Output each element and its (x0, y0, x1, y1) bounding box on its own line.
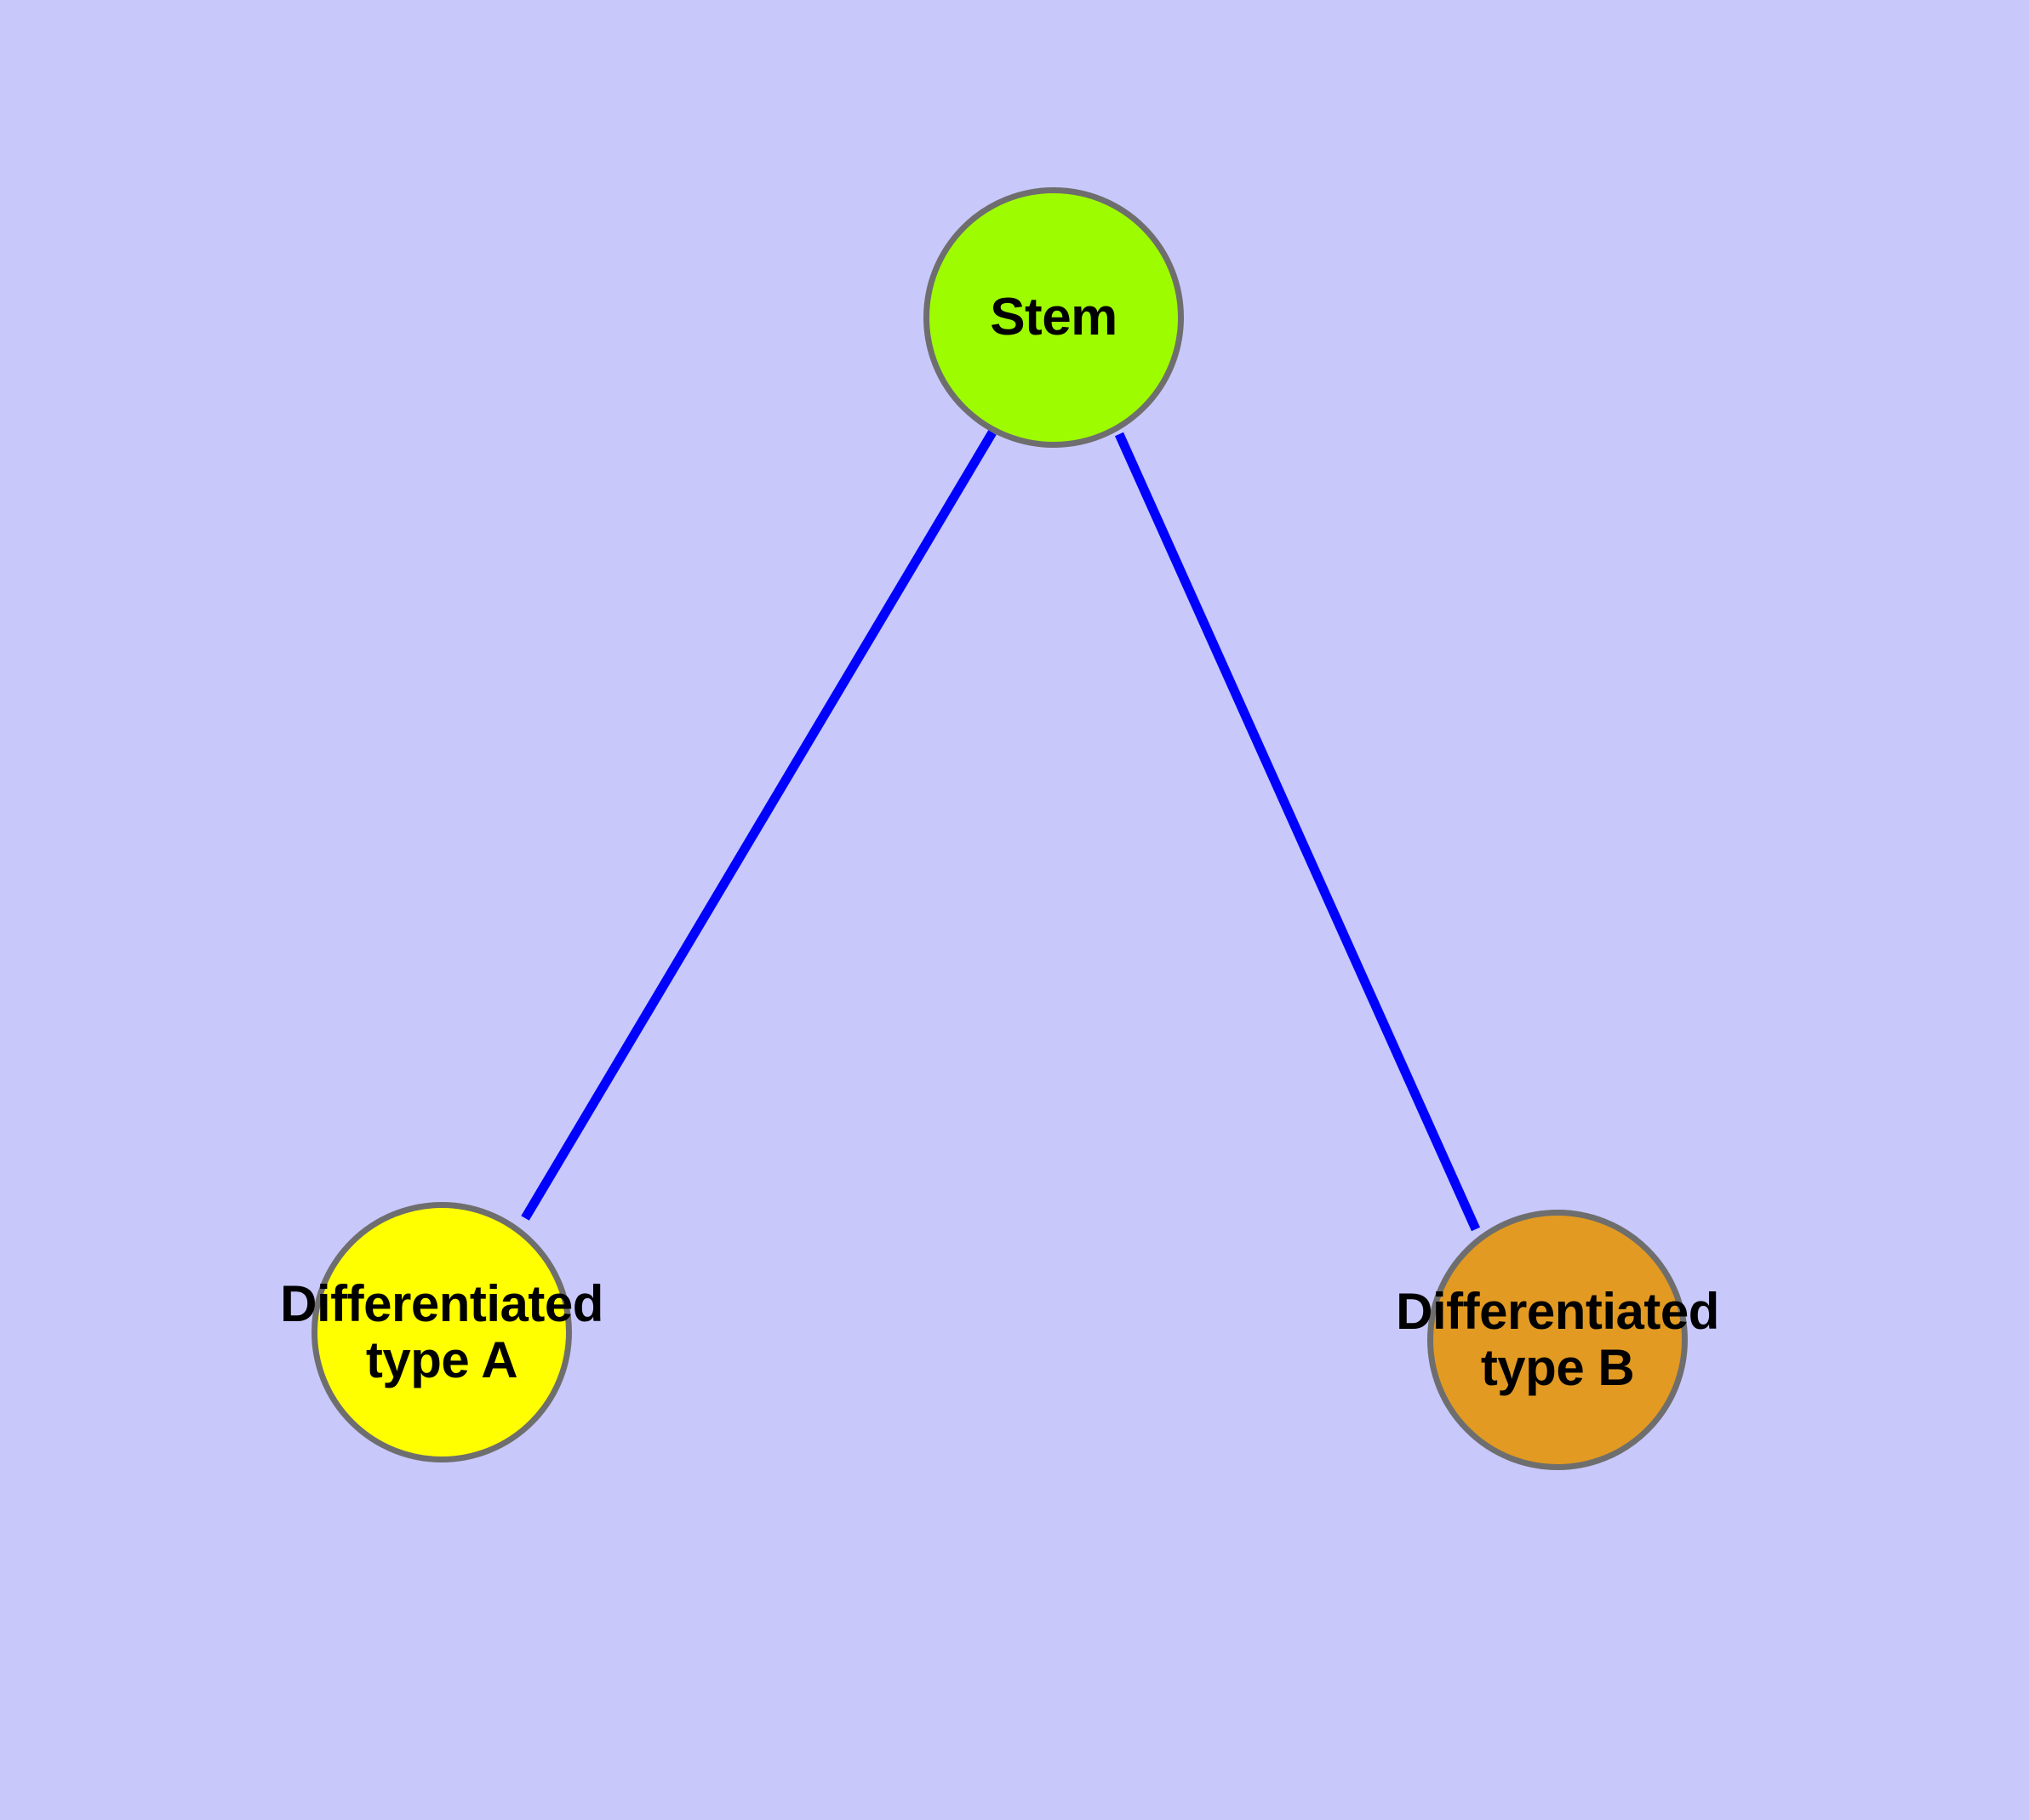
node-differentiated-type-a[interactable] (311, 1202, 572, 1462)
edge-stem-to-differentiated-type-a (521, 430, 997, 1221)
node-stem[interactable] (923, 187, 1184, 448)
node-differentiated-type-b[interactable] (1427, 1210, 1688, 1470)
edge-stem-to-differentiated-type-b (1114, 432, 1481, 1232)
